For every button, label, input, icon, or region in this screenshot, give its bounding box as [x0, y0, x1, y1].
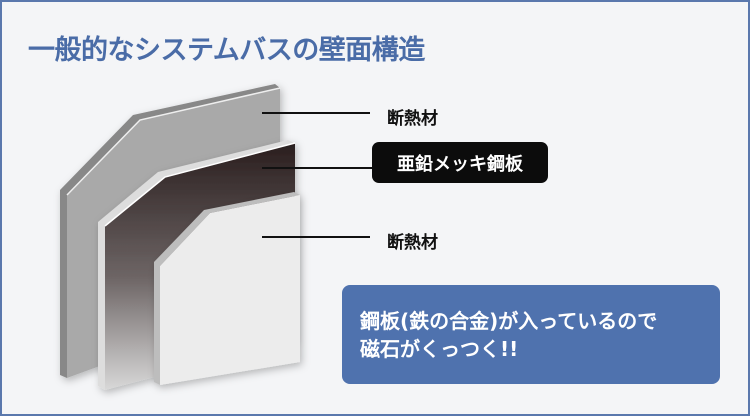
back-insulation-highlight — [66, 87, 281, 196]
steel-highlight — [104, 142, 296, 227]
leader-line-bottom — [262, 236, 370, 238]
front-insulation-face — [160, 195, 300, 385]
leader-line-top — [262, 112, 370, 114]
label-insulation-bottom: 断熱材 — [387, 233, 438, 253]
magnet-note-box: 鋼板(鉄の合金)が入っているので 磁石がくっつく!! — [342, 285, 720, 384]
note-line-1: 鋼板(鉄の合金)が入っているので — [360, 309, 658, 333]
front-insulation-panel — [154, 192, 300, 385]
leader-line-steel — [262, 167, 372, 169]
label-galvanized-steel: 亜鉛メッキ鋼板 — [372, 142, 548, 183]
page-title: 一般的なシステムバスの壁面構造 — [28, 35, 425, 66]
note-line-2: 磁石がくっつく!! — [360, 337, 519, 361]
label-insulation-top: 断熱材 — [387, 109, 438, 129]
